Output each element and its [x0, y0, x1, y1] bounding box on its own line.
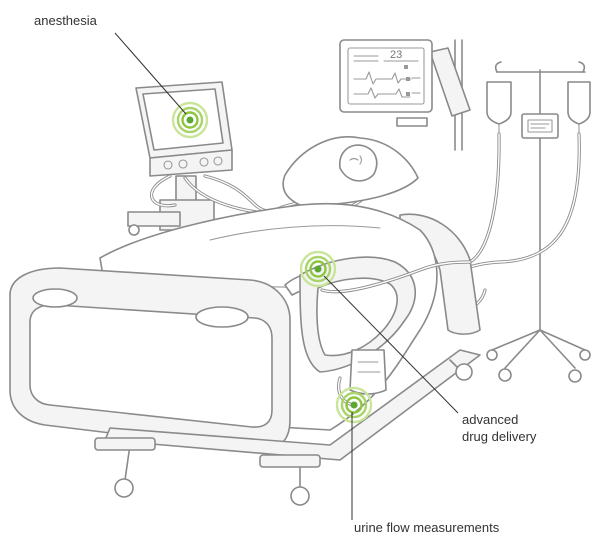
bed-wheel: [291, 487, 309, 505]
iv-pole: [487, 62, 590, 382]
drug-delivery-label-line2: drug delivery: [462, 429, 537, 444]
drug-delivery-hotspot-icon[interactable]: [301, 252, 335, 286]
hospital-bed: [10, 137, 480, 505]
infusion-pump: [522, 114, 558, 138]
urine-flow-label: urine flow measurements: [354, 520, 500, 535]
patient-monitor: 23: [340, 40, 470, 150]
drug-delivery-label-line1: advanced: [462, 412, 518, 427]
anesthesia-hotspot-icon[interactable]: [173, 103, 207, 137]
bed-wheel: [115, 479, 133, 497]
urine-flow-hotspot-icon[interactable]: [337, 388, 371, 422]
patient-head: [340, 145, 377, 181]
iv-bag-left: [487, 82, 511, 124]
bed-wheel: [456, 364, 472, 380]
iv-bag-right: [568, 82, 590, 124]
anesthesia-label: anesthesia: [34, 13, 98, 28]
monitor-reading: 23: [390, 49, 402, 61]
